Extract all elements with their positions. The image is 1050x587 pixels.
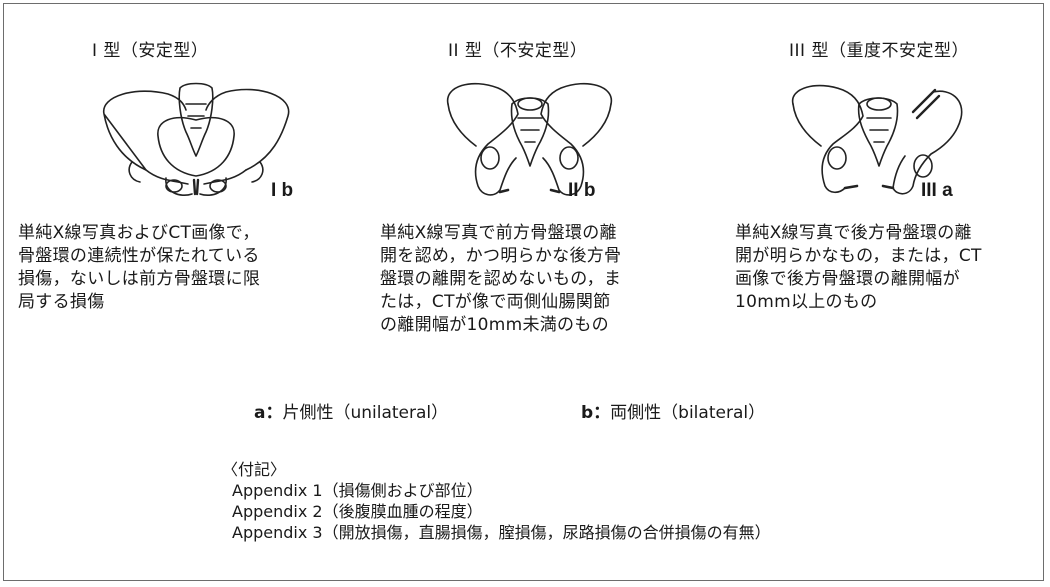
type3-description: 単純X線写真で後方骨盤環の離 開が明らかなもの，または，CT 画像で後方骨盤環の… <box>735 223 982 312</box>
pelvis-type2-illustration <box>447 82 612 196</box>
legend-a-key: a： <box>254 403 283 423</box>
pelvis-type1-illustration <box>103 82 290 196</box>
subtype-label-type2: II b <box>568 180 596 201</box>
type3-title: III 型（重度不安定型） <box>789 41 969 61</box>
subtype-label-type1: I b <box>271 180 294 201</box>
appendix-notes: 〈付記〉 Appendix 1（損傷側および部位） Appendix 2（後腹膜… <box>222 459 771 543</box>
type1-title: I 型（安定型） <box>92 41 209 61</box>
legend-unilateral: a：片側性（unilateral） <box>254 398 448 423</box>
type2-title: II 型（不安定型） <box>448 41 588 61</box>
appendix-3: Appendix 3（開放損傷，直腸損傷，膣損傷，尿路損傷の合併損傷の有無） <box>232 523 771 542</box>
figure-frame <box>3 3 1044 581</box>
appendix-2: Appendix 2（後腹膜血腫の程度） <box>232 502 483 521</box>
pelvis-type3-illustration <box>792 84 963 195</box>
legend-a-text: 片側性（unilateral） <box>282 403 449 423</box>
legend-bilateral: b：両側性（bilateral） <box>581 398 765 423</box>
type1-description: 単純X線写真およびCT画像で， 骨盤環の連続性が保たれている 損傷，ないしは前方… <box>18 223 261 312</box>
subtype-label-type3: III a <box>921 180 953 201</box>
appendix-1: Appendix 1（損傷側および部位） <box>232 481 483 500</box>
notes-heading: 〈付記〉 <box>222 460 287 479</box>
type2-description: 単純X線写真で前方骨盤環の離 開を認め，かつ明らかな後方骨 盤環の離開を認めない… <box>380 223 622 335</box>
legend-b-key: b： <box>581 403 611 423</box>
legend-b-text: 両側性（bilateral） <box>610 403 766 423</box>
